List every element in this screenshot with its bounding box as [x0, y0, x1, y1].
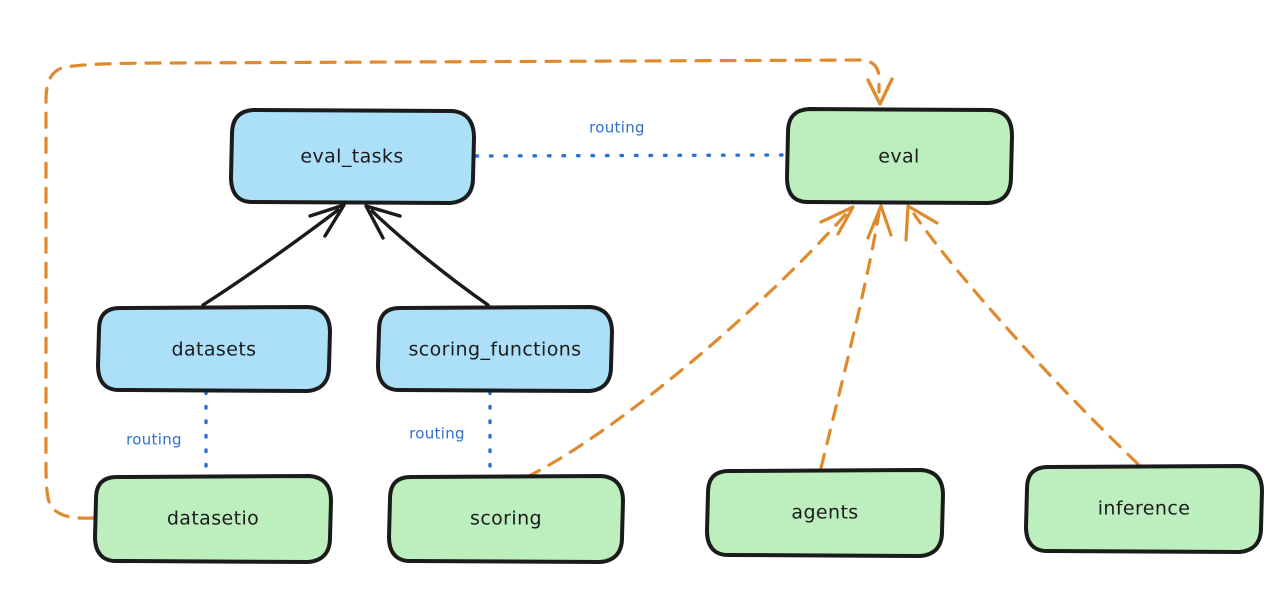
edge-inference-eval: [904, 204, 1140, 466]
node-label-eval: eval: [878, 146, 919, 168]
edge-label-routing-eval-tasks: routing: [589, 119, 645, 137]
edge-eval-tasks-eval: [474, 153, 787, 158]
edge-label-routing-scoring-functions: routing: [409, 425, 465, 443]
node-label-scoring-functions: scoring_functions: [409, 339, 582, 361]
node-label-datasets: datasets: [172, 339, 257, 361]
edge-label-routing-datasets: routing: [126, 431, 182, 449]
node-inference[interactable]: inference: [1024, 464, 1264, 554]
node-agents[interactable]: agents: [705, 468, 945, 558]
node-eval-tasks[interactable]: eval_tasks: [229, 108, 476, 205]
edge-datasetio-eval: [44, 58, 894, 520]
node-label-inference: inference: [1098, 498, 1191, 520]
node-label-agents: agents: [791, 502, 858, 524]
edge-agents-eval: [819, 204, 893, 470]
node-label-scoring: scoring: [470, 508, 542, 530]
node-label-datasetio: datasetio: [167, 508, 259, 530]
node-datasetio[interactable]: datasetio: [93, 474, 333, 564]
edge-datasets-eval-tasks: [201, 203, 346, 307]
node-datasets[interactable]: datasets: [96, 305, 332, 393]
node-scoring[interactable]: scoring: [387, 474, 625, 564]
node-label-eval-tasks: eval_tasks: [300, 146, 403, 168]
edge-scoring-eval: [525, 205, 855, 479]
node-scoring-functions[interactable]: scoring_functions: [376, 305, 614, 393]
edge-scoring-functions-eval-tasks: [364, 204, 490, 307]
edge-layer: [44, 58, 1140, 520]
edge-label-layer: routing routing routing: [126, 119, 645, 449]
node-eval[interactable]: eval: [785, 107, 1014, 205]
